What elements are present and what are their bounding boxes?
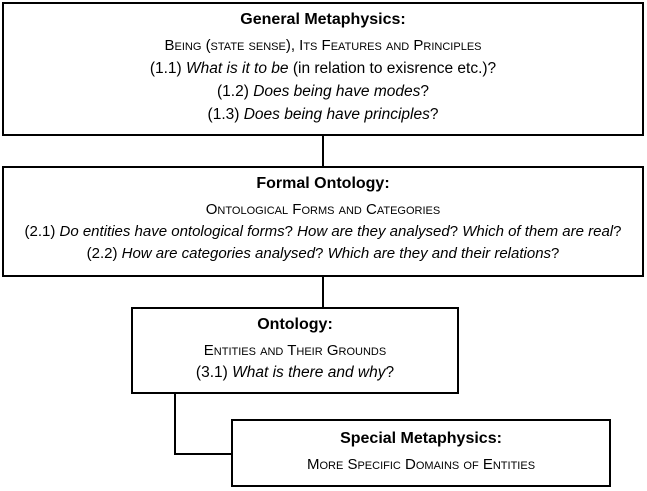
question-1-2: (1.2) Does being have modes? — [4, 82, 642, 102]
question-punct: ? — [613, 223, 622, 240]
question-tail: ? — [429, 106, 439, 123]
question-text: Does being have modes — [253, 83, 421, 100]
question-number: (2.2) — [86, 245, 118, 262]
question-tail: ? — [420, 83, 429, 100]
question-number: (1.3) — [207, 106, 240, 123]
general-title-text: General Metaphysics — [240, 11, 401, 28]
general-metaphysics-box: General Metaphysics: Being (state sense)… — [2, 2, 644, 136]
colon: : — [384, 175, 390, 192]
question-2-2: (2.2) How are categories analysed? Which… — [4, 244, 642, 264]
question-text: How are categories analysed — [121, 245, 316, 262]
question-1-1: (1.1) What is it to be (in relation to e… — [4, 59, 642, 79]
general-metaphysics-subtitle: Being (state sense), Its Features and Pr… — [164, 37, 482, 54]
question-number: (3.1) — [195, 364, 228, 381]
question-text: Does being have principles — [243, 106, 430, 123]
ontology-subtitle: Entities and Their Grounds — [203, 342, 387, 359]
colon: : — [400, 11, 406, 28]
question-text: What is it to be — [186, 60, 289, 77]
question-punct: ? — [315, 245, 328, 262]
question-text: Which are they and their relations — [327, 245, 552, 262]
question-text: How are they analysed — [297, 223, 450, 240]
question-text: What is there and why — [232, 364, 386, 381]
formal-title-text: Formal Ontology — [256, 175, 385, 192]
formal-ontology-box: Formal Ontology: Ontological Forms and C… — [2, 166, 644, 277]
special-metaphysics-subtitle: More Specific Domains of Entities — [306, 456, 536, 473]
ontology-title: Ontology: — [133, 315, 457, 335]
colon: : — [496, 430, 502, 447]
connector-line — [174, 394, 176, 455]
question-number: (1.1) — [149, 60, 182, 77]
question-3-1: (3.1) What is there and why? — [133, 363, 457, 383]
question-text: Do entities have ontological forms — [59, 223, 285, 240]
question-number: (1.2) — [217, 83, 249, 100]
question-tail: (in relation to exisrence etc.)? — [292, 60, 497, 77]
question-2-1: (2.1) Do entities have ontological forms… — [4, 222, 642, 242]
connector-line — [174, 453, 232, 455]
formal-ontology-title: Formal Ontology: — [4, 174, 642, 194]
question-punct: ? — [551, 245, 560, 262]
question-number: (2.1) — [24, 223, 56, 240]
general-metaphysics-title: General Metaphysics: — [4, 10, 642, 30]
colon: : — [327, 316, 333, 333]
ontology-title-text: Ontology — [257, 316, 328, 333]
special-metaphysics-box: Special Metaphysics: More Specific Domai… — [231, 419, 611, 487]
special-metaphysics-title: Special Metaphysics: — [233, 429, 609, 449]
question-punct: ? — [449, 223, 463, 240]
question-text: Which of them are real — [462, 223, 614, 240]
connector-line — [322, 277, 324, 307]
ontology-box: Ontology: Entities and Their Grounds (3.… — [131, 307, 459, 394]
question-tail: ? — [385, 364, 395, 381]
special-title-text: Special Metaphysics — [340, 430, 497, 447]
connector-line — [322, 136, 324, 166]
question-punct: ? — [284, 223, 298, 240]
formal-ontology-subtitle: Ontological Forms and Categories — [205, 201, 441, 218]
question-1-3: (1.3) Does being have principles? — [4, 105, 642, 125]
